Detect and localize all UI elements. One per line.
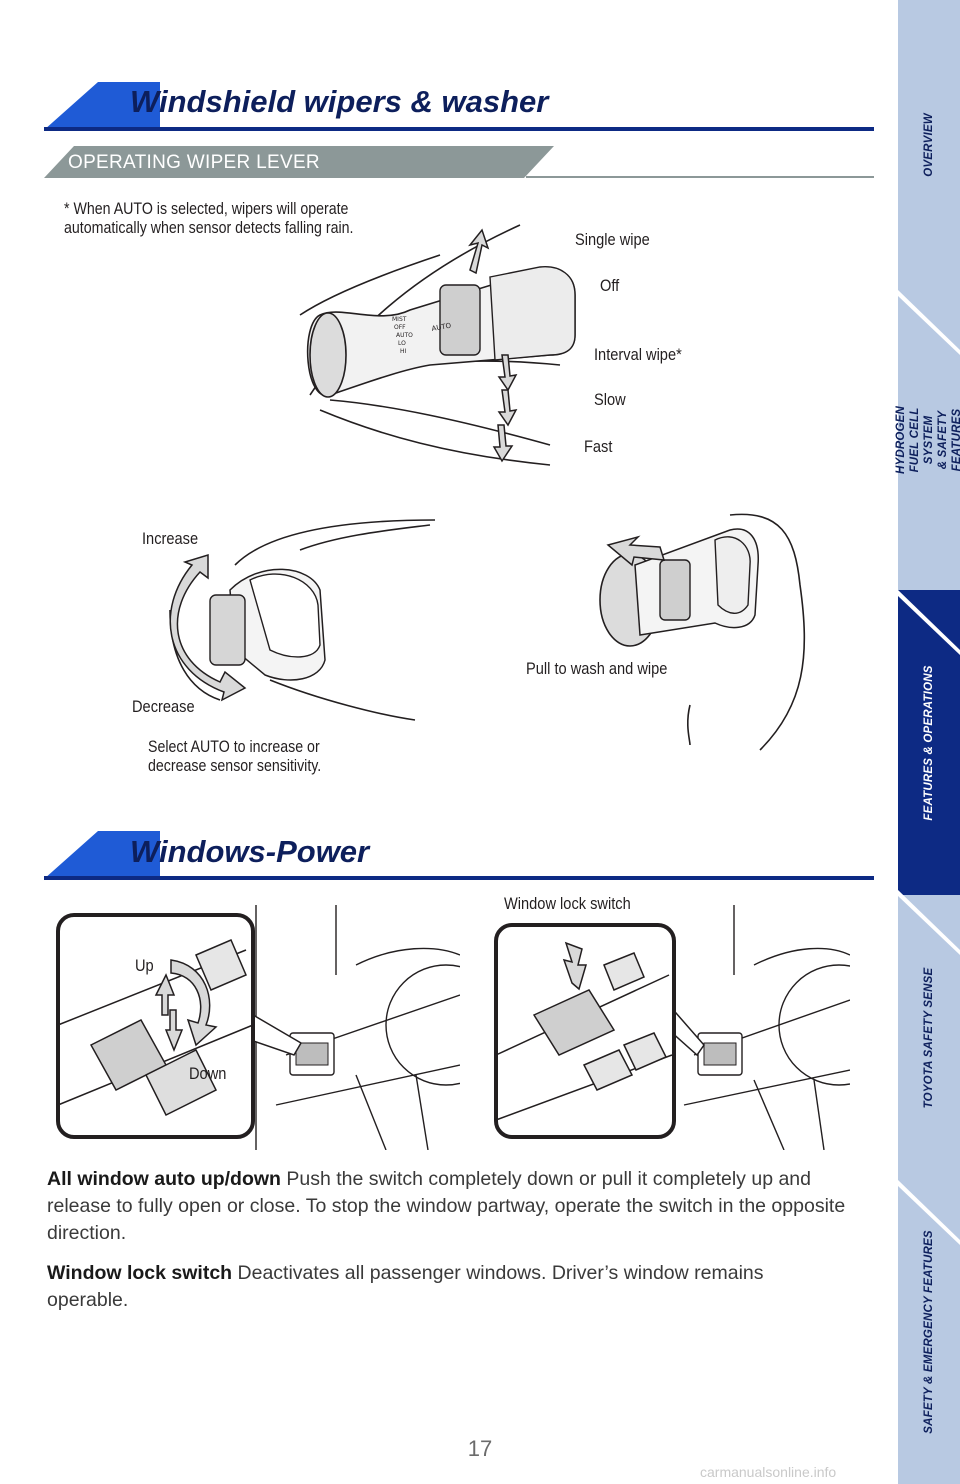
lever-marking-lo: LO xyxy=(398,340,406,347)
window-switch-illustration xyxy=(56,905,460,1150)
section-accent-wipers xyxy=(44,82,160,130)
subheader-band xyxy=(44,146,874,178)
label-window-lock-switch: Window lock switch xyxy=(504,894,631,913)
page-number: 17 xyxy=(467,1436,493,1461)
section-accent-windows xyxy=(44,831,160,879)
subheader-operating-wiper-lever: OPERATING WIPER LEVER xyxy=(68,152,320,173)
wiper-lever-illustration: MIST OFF AUTO LO HI AUTO xyxy=(299,224,576,466)
sensitivity-ring-illustration xyxy=(169,519,436,721)
lever-marking-off: OFF xyxy=(394,324,406,331)
tab-separators xyxy=(898,290,960,1245)
desc-window-lock: Deactivates all passenger windows. Drive… xyxy=(47,1262,764,1311)
label-decrease: Decrease xyxy=(132,697,195,716)
lever-marking-auto: AUTO xyxy=(396,332,413,339)
section-title-windows: Windows-Power xyxy=(130,834,370,869)
watermark: carmanualsonline.info xyxy=(700,1464,837,1480)
lever-marking-mist: MIST xyxy=(392,316,407,323)
section-rule-windows xyxy=(44,876,874,880)
term-window-lock: Window lock switch xyxy=(47,1262,233,1284)
paragraph-auto-up-down: All window auto up/down Push the switch … xyxy=(47,1166,867,1247)
desc-auto-up-down: Push the switch completely down or pull … xyxy=(47,1168,846,1244)
auto-footnote: * When AUTO is selected, wipers will ope… xyxy=(64,200,354,237)
label-fast: Fast xyxy=(584,437,613,456)
ring-auto-marking: AUTO xyxy=(431,322,452,333)
term-auto-up-down: All window auto up/down xyxy=(47,1168,281,1190)
side-navigation: OVERVIEW HYDROGEN FUEL CELL SYSTEM& SAFE… xyxy=(895,0,960,1484)
section-title-wipers: Windshield wipers & washer xyxy=(130,84,549,119)
sensitivity-note: Select AUTO to increase or decrease sens… xyxy=(148,738,322,775)
label-slow: Slow xyxy=(594,390,626,409)
label-pull-to-wash: Pull to wash and wipe xyxy=(526,659,668,678)
section-rule-wipers xyxy=(44,127,874,131)
label-increase: Increase xyxy=(142,529,199,548)
paragraph-window-lock: Window lock switch Deactivates all passe… xyxy=(47,1260,807,1314)
label-off: Off xyxy=(600,276,620,295)
label-interval-wipe: Interval wipe* xyxy=(594,345,682,364)
window-lock-illustration xyxy=(494,905,850,1150)
lever-marking-hi: HI xyxy=(400,348,407,355)
label-up: Up xyxy=(135,956,154,975)
label-single-wipe: Single wipe xyxy=(575,230,650,249)
wash-wipe-illustration xyxy=(599,513,806,751)
label-down: Down xyxy=(189,1064,227,1083)
